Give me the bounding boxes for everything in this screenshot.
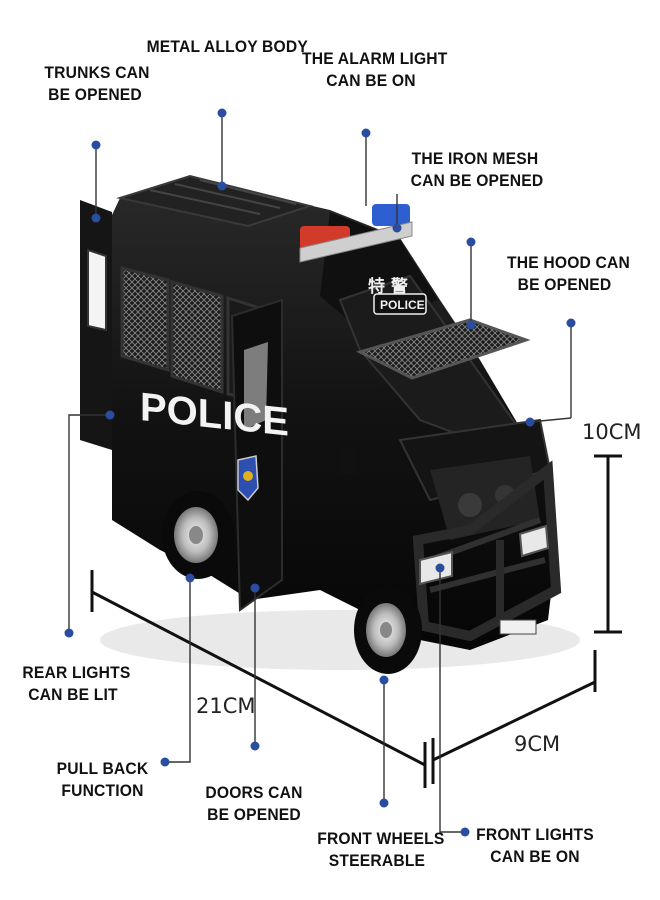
headlight-right: [518, 524, 550, 558]
marker-dot: [185, 573, 195, 583]
label-front-wheels: FRONT WHEELS STEERABLE: [317, 829, 445, 870]
roof-rack: [116, 174, 314, 228]
cab-chinese-label: 特 警: [368, 276, 408, 297]
grille-guard: [412, 460, 562, 642]
label-metal-alloy-body: METAL ALLOY BODY: [146, 37, 308, 56]
iron-mesh-panel: [355, 318, 531, 380]
label-iron-mesh: THE IRON MESH CAN BE OPENED: [410, 149, 544, 190]
dimension-height-line: [594, 454, 622, 634]
marker-dot: [466, 320, 476, 330]
callout-lines: [68, 113, 572, 833]
rear-wheel: [162, 491, 234, 579]
side-window-mesh: [120, 266, 170, 373]
marker-dot: [525, 417, 535, 427]
front-plate: [499, 619, 537, 635]
marker-dot: [435, 563, 445, 573]
marker-dot: [91, 140, 101, 150]
label-trunks: TRUNKS CAN BE OPENED: [44, 63, 150, 104]
marker-dot: [566, 318, 576, 328]
marker-dot: [460, 827, 470, 837]
marker-dot: [392, 223, 402, 233]
marker-dot: [379, 798, 389, 808]
marker-dot: [250, 583, 260, 593]
marker-dot: [91, 213, 101, 223]
front-wheel: [354, 586, 422, 674]
marker-dot: [250, 741, 260, 751]
marker-dot: [379, 675, 389, 685]
label-rear-lights: REAR LIGHTS CAN BE LIT: [22, 663, 131, 704]
label-doors: DOORS CAN BE OPENED: [205, 783, 303, 824]
label-hood: THE HOOD CAN BE OPENED: [507, 253, 630, 294]
callout-markers: [64, 108, 576, 837]
rear-door-window: [87, 248, 107, 332]
label-front-lights: FRONT LIGHTS CAN BE ON: [476, 825, 594, 866]
label-alarm-light: THE ALARM LIGHT CAN BE ON: [302, 49, 448, 90]
dimension-length-line: [90, 570, 427, 788]
marker-dot: [361, 128, 371, 138]
engine-bay: [430, 456, 540, 540]
side-window-mesh: [170, 280, 224, 395]
cab-police-plate: [373, 293, 427, 315]
marker-dot: [105, 410, 115, 420]
marker-dot: [466, 237, 476, 247]
marker-dot: [64, 628, 74, 638]
side-mirror: [340, 448, 356, 474]
dimension-height-label: 10CM: [582, 420, 642, 444]
dimension-length-label: 21CM: [196, 694, 256, 718]
siren-blue: [372, 204, 410, 226]
dimension-width-line: [431, 650, 597, 784]
marker-dot: [217, 108, 227, 118]
cab-police-label: POLICE: [380, 298, 425, 312]
marker-dot: [217, 181, 227, 191]
dimension-width-label: 9CM: [514, 732, 561, 756]
label-pull-back: PULL BACK FUNCTION: [56, 759, 149, 800]
marker-dot: [160, 757, 170, 767]
